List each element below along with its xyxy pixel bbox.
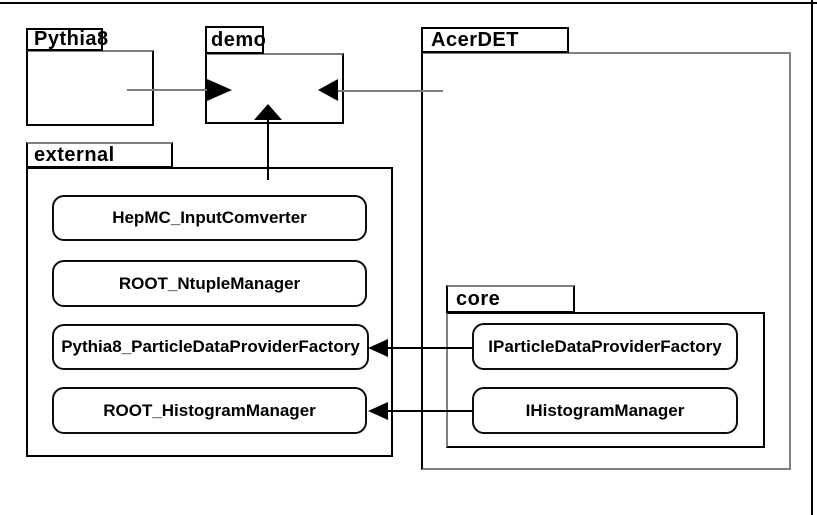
- class-box-pythia8-particledataproviderfactory: Pythia8_ParticleDataProviderFactory: [52, 324, 369, 370]
- class-label-hepmc-inputcomverter: HepMC_InputComverter: [112, 208, 307, 227]
- class-label-iparticledataproviderfactory: IParticleDataProviderFactory: [488, 336, 722, 356]
- arrowhead-into-demo-right-icon: [318, 79, 338, 101]
- connector-ihisto-roothisto-line: [386, 410, 472, 412]
- connector-acerdet-demo-line: [338, 90, 443, 92]
- connector-ipdpf-pythia8pdpf-line: [386, 347, 472, 349]
- class-label-root-histogrammanager: ROOT_HistogramManager: [103, 400, 316, 420]
- class-box-iparticledataproviderfactory: IParticleDataProviderFactory: [472, 323, 738, 370]
- arrowhead-into-demo-bottom-icon: [254, 104, 282, 120]
- package-external-label: external: [34, 143, 115, 166]
- connector-pythia8-demo-line: [127, 89, 207, 91]
- package-demo-tab: demo: [205, 26, 267, 54]
- package-acerdet-tab: AcerDET: [421, 27, 569, 53]
- class-box-root-histogrammanager: ROOT_HistogramManager: [52, 387, 367, 434]
- class-box-hepmc-inputcomverter: HepMC_InputComverter: [52, 195, 367, 241]
- connector-external-demo-line: [267, 120, 269, 180]
- package-external-tab: external: [26, 142, 173, 168]
- package-pythia8-label: Pythia8: [34, 28, 109, 50]
- class-label-root-ntuplemanager: ROOT_NtupleManager: [118, 273, 301, 293]
- class-box-root-ntuplemanager: ROOT_NtupleManager: [52, 260, 367, 307]
- frame-right-line: [811, 0, 813, 515]
- arrowhead-into-pythia8pdpf-icon: [368, 339, 388, 357]
- package-core-tab: core: [446, 285, 575, 313]
- package-demo-label: demo: [211, 28, 267, 51]
- package-pythia8-tab: Pythia8: [26, 28, 108, 51]
- arrowhead-into-roothisto-icon: [368, 402, 388, 420]
- class-box-ihistogrammanager: IHistogramManager: [472, 387, 738, 434]
- package-acerdet-label: AcerDET: [431, 28, 519, 51]
- frame-top-line: [0, 2, 817, 4]
- class-label-pythia8-particledataproviderfactory: Pythia8_ParticleDataProviderFactory: [61, 337, 360, 356]
- class-label-ihistogrammanager: IHistogramManager: [525, 400, 685, 420]
- package-core-label: core: [456, 287, 501, 310]
- package-pythia8-body: [26, 50, 154, 126]
- arrowhead-into-demo-left-icon: [207, 79, 232, 101]
